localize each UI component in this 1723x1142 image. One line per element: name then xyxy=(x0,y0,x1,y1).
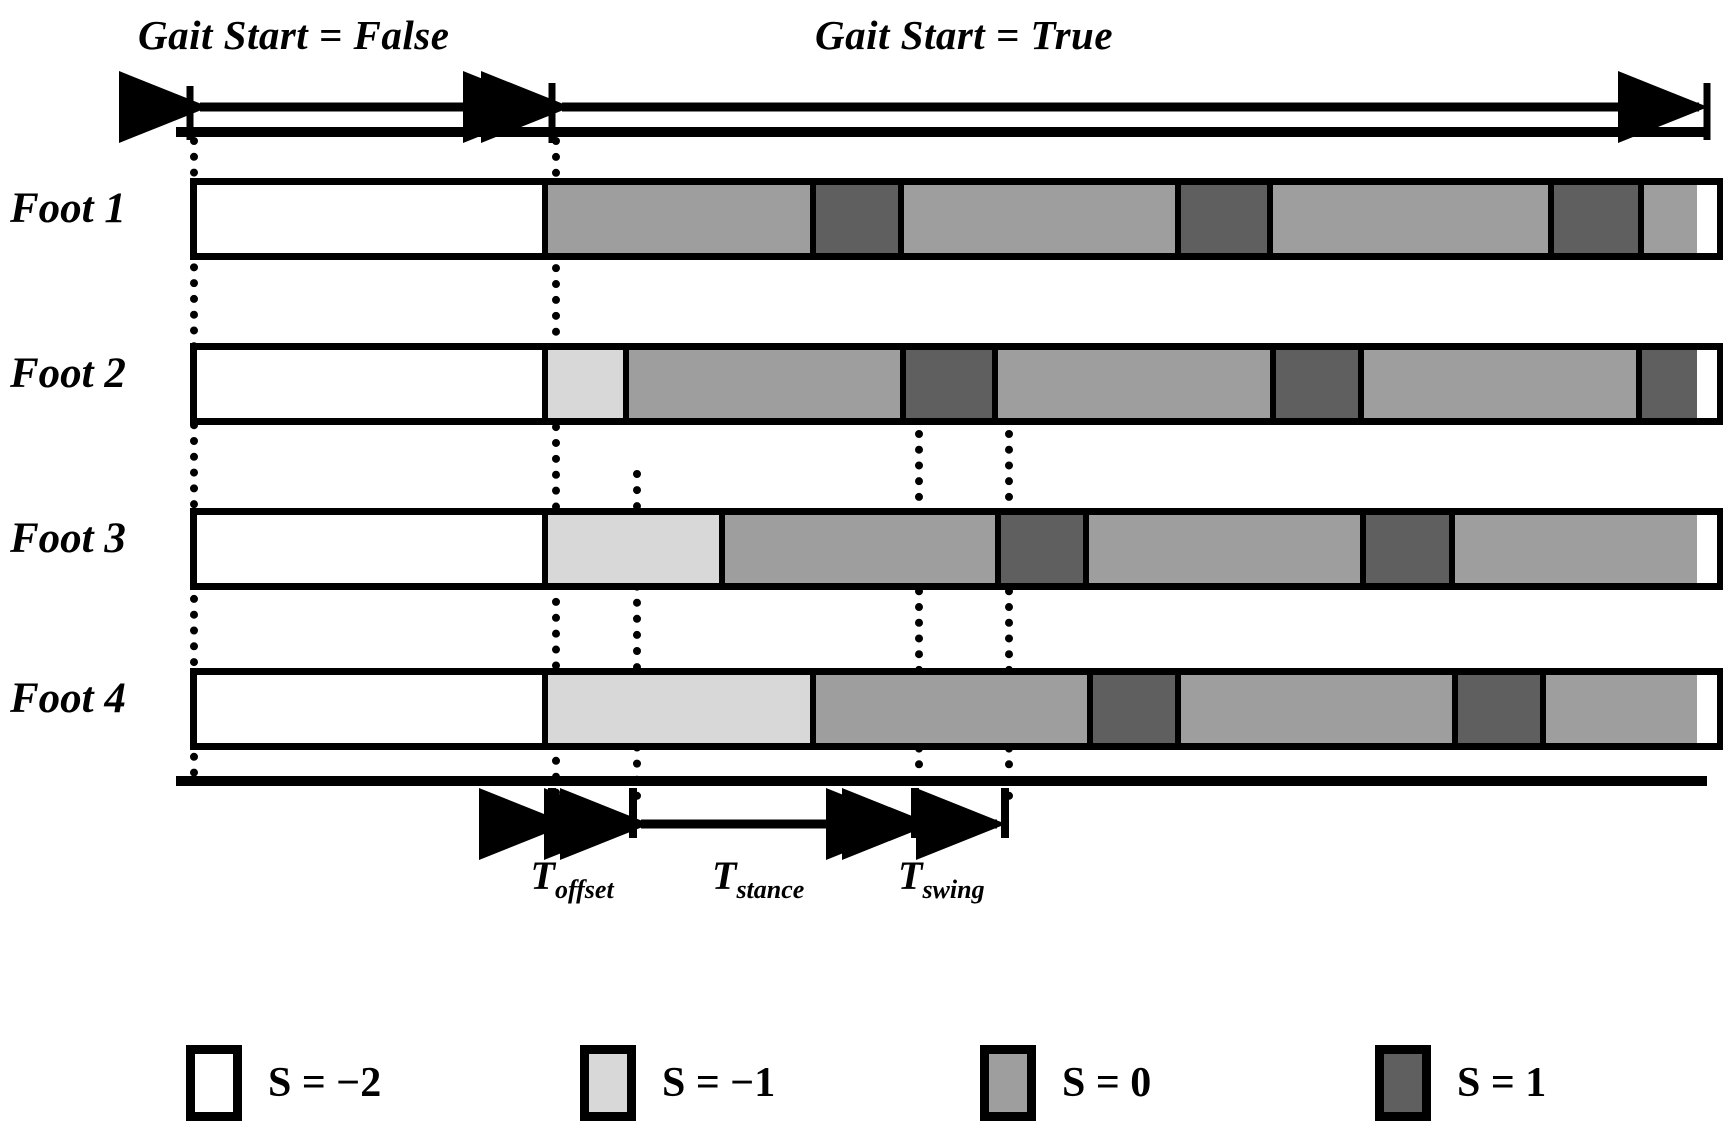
timing-label-t-swing: Tswing xyxy=(898,852,985,905)
legend-item-state1[interactable]: S = 1 xyxy=(1375,1045,1546,1121)
gait-start-true-label: Gait Start = True xyxy=(815,12,1114,58)
foot-1-segment-6-state1[interactable] xyxy=(1548,185,1638,253)
foot-bar-3[interactable] xyxy=(190,508,1723,590)
timing-label-base: T xyxy=(898,853,923,898)
foot-4-segment-0-state-2[interactable] xyxy=(197,675,542,743)
guide-left-axis xyxy=(190,137,198,777)
foot-3-segment-2-state0[interactable] xyxy=(719,515,995,583)
foot-label-4: Foot 4 xyxy=(10,675,126,722)
guide-gait-start xyxy=(552,137,560,797)
legend-swatch-state1 xyxy=(1375,1045,1431,1121)
legend-label-state-1: S = −1 xyxy=(662,1060,776,1106)
foot-label-1: Foot 1 xyxy=(10,185,126,232)
foot-2-segment-6-state0[interactable] xyxy=(1358,350,1636,418)
foot-label-3: Foot 3 xyxy=(10,515,126,562)
foot-1-segment-3-state0[interactable] xyxy=(898,185,1175,253)
timing-label-subscript: swing xyxy=(922,875,985,904)
foot-4-segment-3-state1[interactable] xyxy=(1087,675,1175,743)
legend-swatch-state0 xyxy=(980,1045,1036,1121)
foot-4-segment-1-state-1[interactable] xyxy=(542,675,810,743)
foot-1-segment-0-state-2[interactable] xyxy=(197,185,542,253)
legend-swatch-state-2 xyxy=(186,1045,242,1121)
top-span-arrows xyxy=(119,71,1711,143)
foot-bar-2[interactable] xyxy=(190,343,1723,425)
legend-item-state0[interactable]: S = 0 xyxy=(980,1045,1151,1121)
legend-item-state-1[interactable]: S = −1 xyxy=(580,1045,775,1121)
legend-label-state1: S = 1 xyxy=(1457,1060,1547,1106)
guide-offset-end xyxy=(633,470,641,800)
foot-3-segment-0-state-2[interactable] xyxy=(197,515,542,583)
foot-bar-4[interactable] xyxy=(190,668,1723,750)
foot-3-segment-6-state0[interactable] xyxy=(1449,515,1697,583)
foot-label-2: Foot 2 xyxy=(10,350,126,397)
foot-2-segment-0-state-2[interactable] xyxy=(197,350,542,418)
foot-3-segment-3-state1[interactable] xyxy=(995,515,1083,583)
bottom-baseline-rule xyxy=(176,776,1707,786)
foot-2-segment-5-state1[interactable] xyxy=(1270,350,1358,418)
foot-2-segment-1-state-1[interactable] xyxy=(542,350,623,418)
legend-swatch-state-1 xyxy=(580,1045,636,1121)
legend-item-state-2[interactable]: S = −2 xyxy=(186,1045,381,1121)
foot-1-segment-1-state0[interactable] xyxy=(542,185,810,253)
foot-2-segment-7-state1[interactable] xyxy=(1636,350,1697,418)
foot-4-segment-6-state0[interactable] xyxy=(1540,675,1697,743)
guide-stance-end xyxy=(915,430,923,800)
timing-label-subscript: stance xyxy=(736,875,805,904)
foot-4-segment-4-state0[interactable] xyxy=(1175,675,1452,743)
gait-start-false-label: Gait Start = False xyxy=(138,12,450,58)
foot-1-segment-7-state0[interactable] xyxy=(1638,185,1697,253)
foot-bar-1[interactable] xyxy=(190,178,1723,260)
timing-arrows xyxy=(479,788,1009,860)
foot-2-segment-2-state0[interactable] xyxy=(623,350,900,418)
foot-2-segment-3-state1[interactable] xyxy=(900,350,992,418)
top-baseline-rule xyxy=(176,127,1707,137)
foot-4-segment-2-state0[interactable] xyxy=(810,675,1087,743)
legend-label-state0: S = 0 xyxy=(1062,1060,1152,1106)
foot-1-segment-5-state0[interactable] xyxy=(1267,185,1548,253)
foot-1-segment-2-state1[interactable] xyxy=(810,185,898,253)
foot-3-segment-1-state-1[interactable] xyxy=(542,515,719,583)
timing-label-t-offset: Toffset xyxy=(531,852,614,905)
foot-2-segment-4-state0[interactable] xyxy=(992,350,1270,418)
timing-label-base: T xyxy=(712,853,737,898)
timing-label-t-stance: Tstance xyxy=(712,852,804,905)
foot-3-segment-5-state1[interactable] xyxy=(1360,515,1449,583)
foot-1-segment-4-state1[interactable] xyxy=(1175,185,1267,253)
timing-label-base: T xyxy=(530,853,555,898)
guide-swing-end xyxy=(1005,430,1013,800)
foot-3-segment-4-state0[interactable] xyxy=(1083,515,1360,583)
foot-4-segment-5-state1[interactable] xyxy=(1452,675,1540,743)
timing-label-subscript: offset xyxy=(554,875,614,904)
legend-label-state-2: S = −2 xyxy=(268,1060,382,1106)
